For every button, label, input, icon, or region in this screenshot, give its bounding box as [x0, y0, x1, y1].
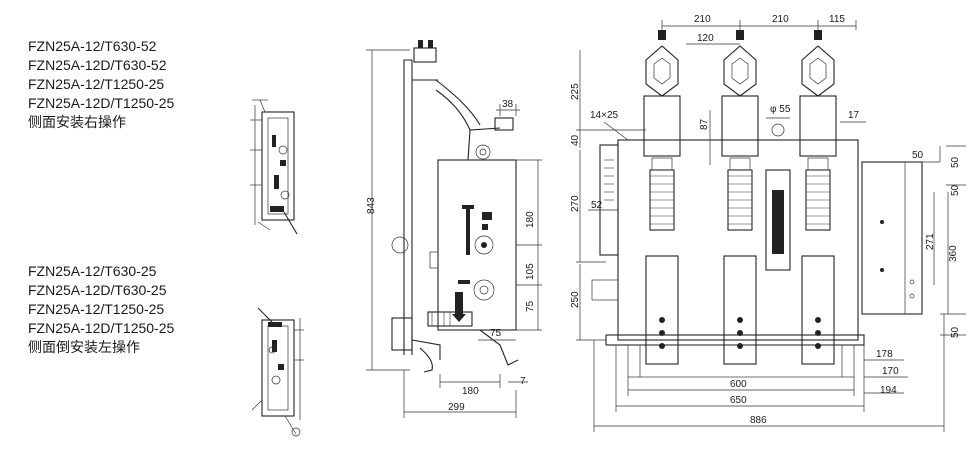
dim-label: 50	[950, 184, 961, 196]
dim-label: 210	[694, 14, 711, 25]
thumbnail-left-operation	[251, 307, 304, 437]
model-name: FZN25A-12D/T630-52	[28, 57, 167, 73]
dim-label: 299	[448, 402, 465, 413]
model-name: FZN25A-12/T1250-25	[28, 301, 165, 317]
dim-label: 180	[525, 211, 536, 228]
dim-label: 75	[490, 328, 502, 339]
dim-label: 38	[502, 99, 514, 110]
dim-label: 194	[880, 385, 897, 396]
dim-label: 210	[772, 14, 789, 25]
mounting-note: 侧面倒安装左操作	[28, 339, 140, 355]
dim-label: 225	[570, 83, 581, 100]
dim-label: 17	[848, 110, 860, 121]
model-list-bottom: FZN25A-12/T630-25 FZN25A-12D/T630-25 FZN…	[28, 262, 174, 357]
dim-label: 7	[520, 376, 526, 387]
model-name: FZN25A-12D/T630-25	[28, 282, 167, 298]
dim-label: φ 55	[770, 104, 791, 115]
dim-label: 50	[950, 156, 961, 168]
front-view: 210 210 115 120 225 14×25 40 87 φ 55 17 …	[570, 14, 966, 432]
dim-label: 180	[462, 386, 479, 397]
model-name: FZN25A-12/T630-52	[28, 38, 157, 54]
model-list-top: FZN25A-12/T630-52 FZN25A-12D/T630-52 FZN…	[28, 37, 174, 132]
dim-label: 360	[948, 245, 959, 262]
phase-pole-2	[721, 30, 759, 365]
dim-label: 75	[525, 300, 536, 312]
dim-label: 170	[882, 366, 899, 377]
dim-label: 105	[525, 263, 536, 280]
dim-label: 50	[912, 150, 924, 161]
dim-label: 178	[876, 349, 893, 360]
dim-label: 50	[950, 326, 961, 338]
dim-label: 40	[570, 134, 581, 146]
model-name: FZN25A-12D/T1250-25	[28, 320, 175, 336]
dim-label: 650	[730, 395, 747, 406]
side-view: 843 38 180 105 75 75 180 7 299	[366, 40, 542, 418]
model-name: FZN25A-12/T630-25	[28, 263, 157, 279]
dim-label: 87	[699, 118, 710, 130]
dim-label: 270	[570, 195, 581, 212]
phase-pole-3	[799, 30, 837, 365]
thumbnail-right-operation	[250, 99, 298, 235]
dim-label: 115	[829, 14, 845, 25]
dim-label: 250	[570, 291, 581, 308]
model-name: FZN25A-12D/T1250-25	[28, 95, 175, 111]
dim-label: 120	[697, 33, 714, 44]
dim-label: 271	[925, 233, 936, 250]
dim-label: 843	[366, 197, 377, 214]
dim-label: 600	[730, 379, 747, 390]
dim-label: 52	[591, 200, 603, 211]
dim-label: 14×25	[590, 110, 619, 121]
model-name: FZN25A-12/T1250-25	[28, 76, 165, 92]
mounting-note: 侧面安装右操作	[28, 114, 126, 130]
phase-pole-1	[643, 30, 681, 365]
dim-label: 886	[750, 415, 767, 426]
